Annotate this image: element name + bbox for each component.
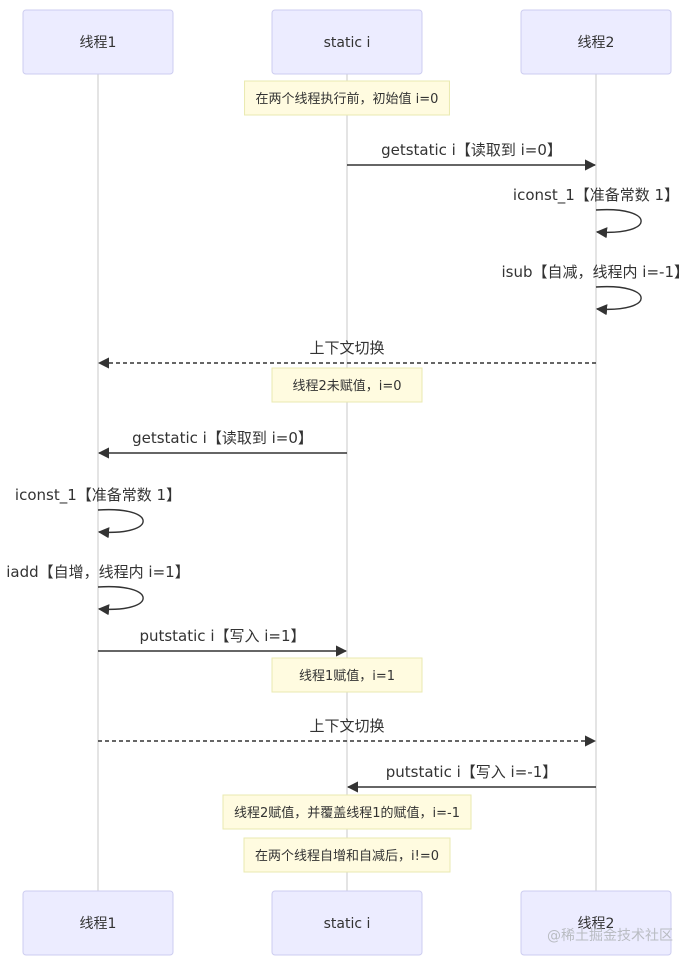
note: 线程2赋值，并覆盖线程1的赋值，i=-1 — [222, 794, 472, 830]
note-text: 线程2未赋值，i=0 — [292, 378, 401, 394]
note: 线程2未赋值，i=0 — [271, 367, 423, 403]
message: 上下文切换 — [98, 717, 597, 747]
note-text: 线程2赋值，并覆盖线程1的赋值，i=-1 — [234, 805, 460, 821]
note-text: 线程1赋值，i=1 — [299, 668, 395, 684]
self-message-arrow — [595, 285, 642, 316]
note-text: 在两个线程执行前，初始值 i=0 — [256, 91, 439, 107]
actor-label: 线程1 — [80, 916, 117, 932]
message-label: getstatic i【读取到 i=0】 — [132, 429, 313, 447]
message: putstatic i【写入 i=-1】 — [346, 763, 596, 793]
watermark: @稀土掘金技术社区 — [547, 928, 673, 944]
actor-box-top-0: 线程1 — [22, 9, 174, 75]
self-message-arrow — [97, 508, 144, 539]
actor-box-top-2: 线程2 — [520, 9, 672, 75]
self-message: iconst_1【准备常数 1】 — [15, 486, 181, 539]
self-message-label: iconst_1【准备常数 1】 — [513, 186, 679, 205]
actors: 线程1 static i 线程2 线程1 static i 线程2 — [22, 9, 672, 956]
message-label: 上下文切换 — [309, 339, 384, 357]
actor-label: static i — [324, 35, 371, 51]
actor-box-bottom-1: static i — [271, 890, 423, 956]
actor-box-bottom-0: 线程1 — [22, 890, 174, 956]
self-message-label: iadd【自增，线程内 i=1】 — [6, 563, 189, 581]
note-text: 在两个线程自增和自减后，i!=0 — [255, 849, 439, 864]
self-message-label: iconst_1【准备常数 1】 — [15, 486, 181, 505]
note: 在两个线程执行前，初始值 i=0 — [244, 80, 450, 116]
actor-label: 线程1 — [80, 35, 117, 51]
actor-label: static i — [324, 916, 371, 932]
actor-label: 线程2 — [578, 35, 615, 51]
self-message: iadd【自增，线程内 i=1】 — [6, 563, 190, 616]
message-label: 上下文切换 — [309, 717, 384, 735]
note: 线程1赋值，i=1 — [271, 657, 423, 693]
message: 上下文切换 — [97, 339, 596, 369]
actor-box-bottom-2: 线程2 — [520, 890, 672, 956]
note: 在两个线程自增和自减后，i!=0 — [243, 837, 451, 873]
message: putstatic i【写入 i=1】 — [98, 627, 348, 657]
lifelines — [97, 74, 597, 891]
self-message: isub【自减，线程内 i=-1】 — [502, 263, 689, 316]
message-label: getstatic i【读取到 i=0】 — [381, 141, 562, 159]
self-message-arrow — [97, 585, 144, 616]
message: getstatic i【读取到 i=0】 — [347, 141, 597, 171]
message-label: putstatic i【写入 i=-1】 — [386, 763, 558, 781]
self-message-label: isub【自减，线程内 i=-1】 — [502, 263, 689, 281]
steps: 在两个线程执行前，初始值 i=0 getstatic i【读取到 i=0】 icon… — [6, 80, 689, 873]
actor-box-top-1: static i — [271, 9, 423, 75]
message-label: putstatic i【写入 i=1】 — [139, 627, 305, 645]
message: getstatic i【读取到 i=0】 — [97, 429, 347, 459]
actor-label: 线程2 — [578, 916, 615, 932]
self-message-arrow — [595, 208, 642, 239]
self-message: iconst_1【准备常数 1】 — [513, 186, 679, 239]
